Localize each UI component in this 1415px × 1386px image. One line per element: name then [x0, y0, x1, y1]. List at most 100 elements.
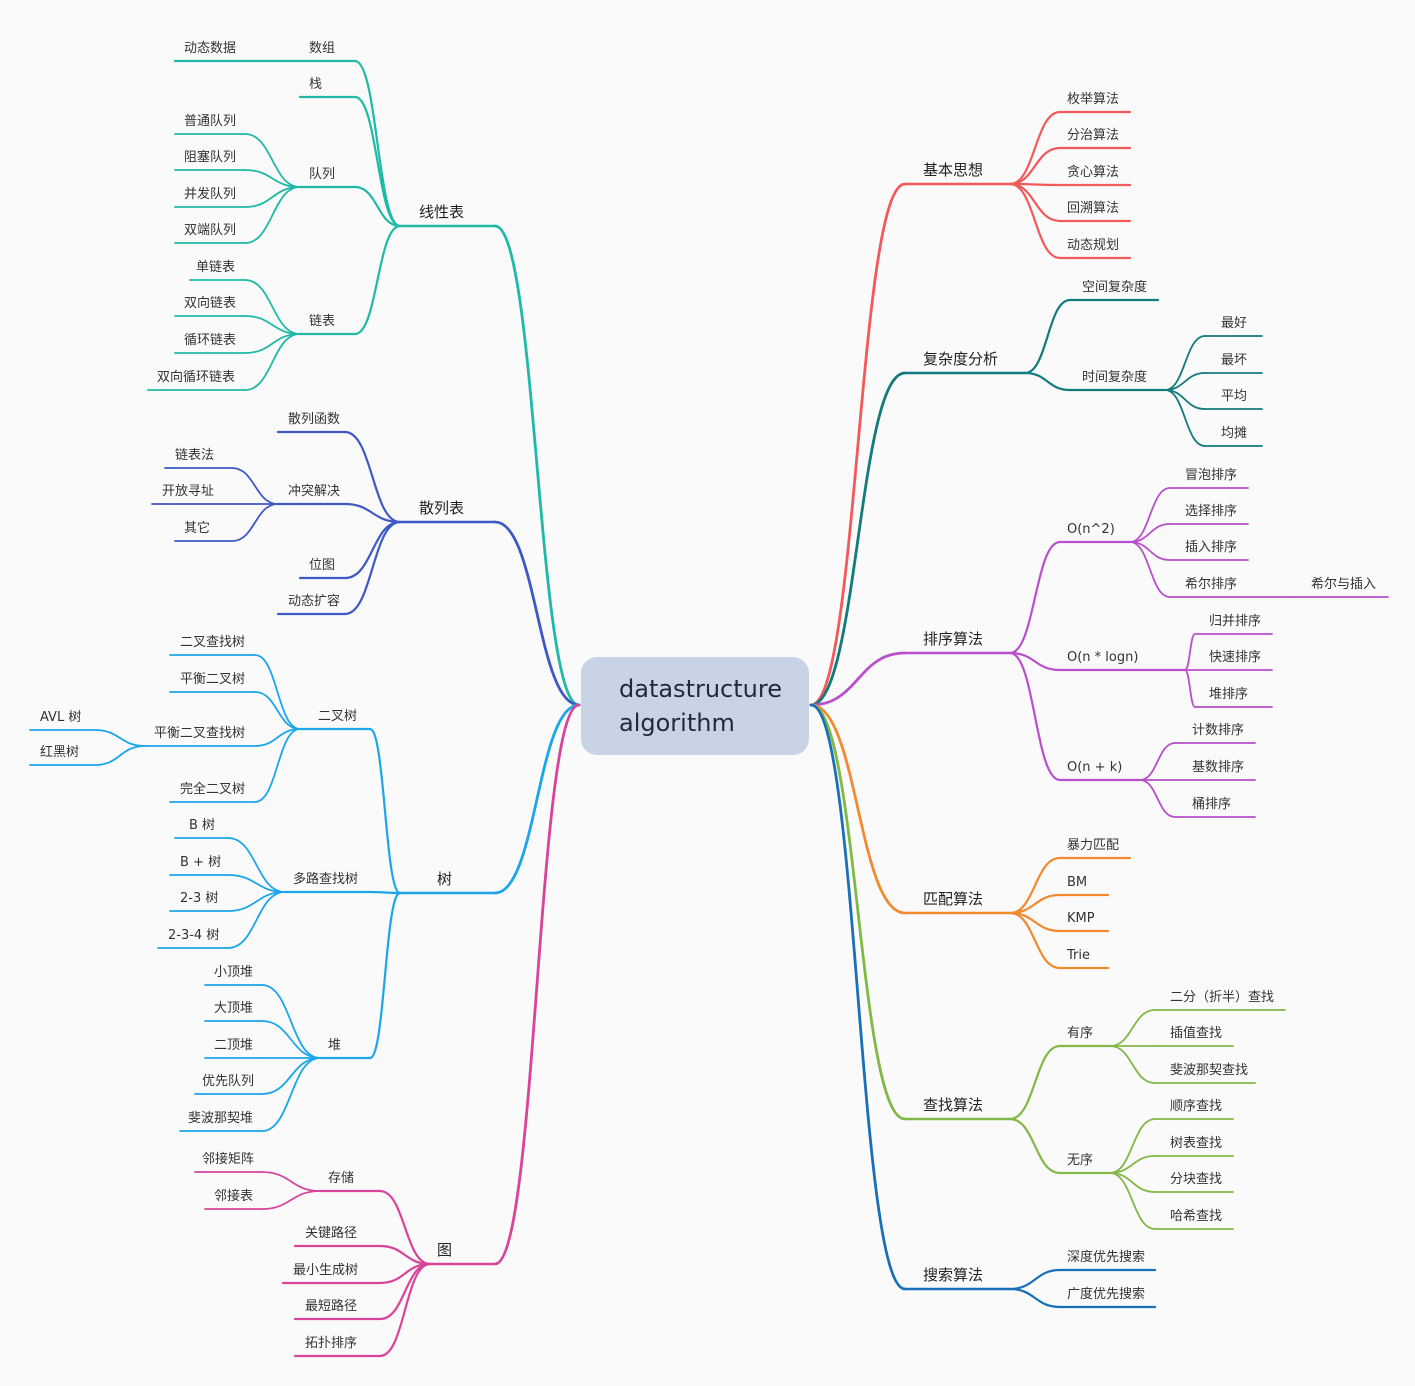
node-r4.1.3[interactable]: 哈希查找	[1170, 1209, 1222, 1224]
node-l1.0[interactable]: 散列函数	[288, 412, 340, 427]
node-r4.1.1[interactable]: 树表查找	[1170, 1136, 1222, 1151]
node-l0.1[interactable]: 栈	[309, 77, 322, 92]
node-l2.0.2[interactable]: 平衡二叉查找树	[154, 726, 245, 741]
node-l2.0.2.1[interactable]: 红黑树	[40, 744, 79, 760]
node-r2.2[interactable]: O(n + k)	[1067, 760, 1122, 775]
node-r0.2[interactable]: 贪心算法	[1067, 165, 1119, 180]
node-r2.0.3.0[interactable]: 希尔与插入	[1311, 577, 1376, 592]
branch-r4[interactable]: 查找算法	[923, 1096, 983, 1114]
node-r2.1.1[interactable]: 快速排序	[1209, 650, 1261, 665]
node-l0.2[interactable]: 队列	[309, 167, 335, 182]
node-l0.3.3[interactable]: 双向循环链表	[157, 369, 235, 385]
node-r1.1.2[interactable]: 平均	[1221, 389, 1247, 404]
node-l3.0[interactable]: 存储	[328, 1171, 354, 1186]
node-l3.1[interactable]: 关键路径	[305, 1225, 357, 1241]
node-r2.1[interactable]: O(n * logn)	[1067, 650, 1138, 665]
node-r4.0.1[interactable]: 插值查找	[1170, 1025, 1222, 1041]
branch-r0[interactable]: 基本思想	[923, 161, 983, 179]
branch-r3[interactable]: 匹配算法	[923, 890, 983, 908]
node-r2.0[interactable]: O(n^2)	[1067, 522, 1115, 537]
node-r2.2.2[interactable]: 桶排序	[1192, 797, 1231, 812]
node-r2.0.3[interactable]: 希尔排序	[1185, 577, 1237, 592]
node-r2.2.1[interactable]: 基数排序	[1192, 760, 1244, 775]
node-l1.2[interactable]: 位图	[309, 558, 335, 573]
node-l2.0[interactable]: 二叉树	[318, 709, 357, 724]
connector-l0.3.3	[244, 333, 301, 391]
node-r4.0.2[interactable]: 斐波那契查找	[1170, 1063, 1248, 1078]
node-l2.0.0[interactable]: 二叉查找树	[180, 635, 245, 650]
node-r2.1.0[interactable]: 归并排序	[1209, 614, 1261, 629]
connector-l1.0	[343, 430, 402, 524]
node-l3.4[interactable]: 拓扑排序	[305, 1336, 357, 1351]
node-r0.4[interactable]: 动态规划	[1067, 238, 1119, 253]
node-l0.2.3[interactable]: 双端队列	[184, 223, 236, 238]
node-l2.2.4[interactable]: 斐波那契堆	[188, 1111, 253, 1126]
node-l0.0.0[interactable]: 动态数据	[184, 41, 236, 56]
node-r4.1.2[interactable]: 分块查找	[1170, 1172, 1222, 1187]
node-l1.1[interactable]: 冲突解决	[288, 483, 340, 499]
node-r2.2.0[interactable]: 计数排序	[1192, 723, 1244, 738]
node-l1.3[interactable]: 动态扩容	[288, 593, 340, 609]
node-r0.3[interactable]: 回溯算法	[1067, 200, 1119, 216]
branch-l2[interactable]: 树	[437, 870, 452, 888]
node-l1.1.1[interactable]: 开放寻址	[162, 484, 214, 499]
node-l0.2.1[interactable]: 阻塞队列	[184, 149, 236, 165]
branch-r1[interactable]: 复杂度分析	[923, 350, 998, 368]
node-r1.1[interactable]: 时间复杂度	[1082, 369, 1147, 385]
node-r1.1.1[interactable]: 最坏	[1221, 353, 1247, 368]
node-l2.1.0[interactable]: B 树	[189, 818, 215, 833]
node-r3.2[interactable]: KMP	[1067, 911, 1095, 926]
node-r2.1.2[interactable]: 堆排序	[1209, 687, 1248, 702]
node-l2.2.2[interactable]: 二顶堆	[214, 1038, 253, 1053]
branch-r2[interactable]: 排序算法	[923, 630, 983, 648]
node-r1.0[interactable]: 空间复杂度	[1082, 279, 1147, 295]
node-l2.1[interactable]: 多路查找树	[293, 871, 358, 887]
node-l0.3[interactable]: 链表	[309, 314, 335, 329]
node-r4.0[interactable]: 有序	[1067, 1026, 1093, 1041]
branch-l1[interactable]: 散列表	[419, 499, 464, 517]
node-l0.3.0[interactable]: 单链表	[196, 260, 235, 275]
node-l1.1.2[interactable]: 其它	[184, 520, 210, 536]
node-l2.0.1[interactable]: 平衡二叉树	[180, 672, 245, 687]
node-l2.1.1[interactable]: B + 树	[180, 855, 221, 870]
node-r2.0.0[interactable]: 冒泡排序	[1185, 468, 1237, 483]
node-r5.1[interactable]: 广度优先搜索	[1067, 1286, 1145, 1302]
node-l0.3.2[interactable]: 循环链表	[184, 333, 236, 348]
node-r2.0.2[interactable]: 插入排序	[1185, 540, 1237, 555]
node-l1.1.0[interactable]: 链表法	[175, 448, 214, 463]
node-r4.0.0[interactable]: 二分（折半）查找	[1170, 990, 1274, 1005]
branch-l0[interactable]: 线性表	[419, 203, 464, 221]
node-l2.2.0[interactable]: 小顶堆	[214, 965, 253, 980]
node-l3.2[interactable]: 最小生成树	[293, 1263, 358, 1278]
node-r3.1[interactable]: BM	[1067, 875, 1087, 890]
branch-r5[interactable]: 搜索算法	[923, 1266, 983, 1284]
root-node[interactable]: datastructure algorithm	[581, 657, 809, 755]
node-l0.0[interactable]: 数组	[309, 41, 335, 56]
node-l2.1.2[interactable]: 2-3 树	[180, 891, 218, 906]
branch-l3[interactable]: 图	[437, 1241, 452, 1259]
node-l0.2.0[interactable]: 普通队列	[184, 114, 236, 129]
node-l0.3.1[interactable]: 双向链表	[184, 295, 236, 311]
node-l2.2.3[interactable]: 优先队列	[202, 1074, 254, 1089]
node-l2.2.1[interactable]: 大顶堆	[214, 1001, 253, 1016]
node-l3.0.0[interactable]: 邻接矩阵	[202, 1151, 254, 1167]
node-r1.1.0[interactable]: 最好	[1221, 316, 1247, 331]
node-l2.0.3[interactable]: 完全二叉树	[180, 781, 245, 797]
node-r0.0[interactable]: 枚举算法	[1067, 92, 1119, 107]
node-r3.0[interactable]: 暴力匹配	[1067, 838, 1119, 853]
node-l3.3[interactable]: 最短路径	[305, 1298, 357, 1314]
node-r2.0.1[interactable]: 选择排序	[1185, 504, 1237, 519]
node-r4.1.0[interactable]: 顺序查找	[1170, 1099, 1222, 1114]
node-l2.2[interactable]: 堆	[328, 1038, 341, 1053]
node-r0.1[interactable]: 分治算法	[1067, 128, 1119, 143]
node-l2.0.2.0[interactable]: AVL 树	[40, 710, 81, 725]
node-l0.2.2[interactable]: 并发队列	[184, 186, 236, 202]
node-r4.1[interactable]: 无序	[1067, 1153, 1093, 1168]
node-r1.1.3[interactable]: 均摊	[1221, 426, 1247, 441]
node-l2.1.3[interactable]: 2-3-4 树	[168, 928, 219, 943]
node-r3.3[interactable]: Trie	[1066, 948, 1090, 963]
connector-r2.1	[1008, 651, 1062, 672]
node-r5.0[interactable]: 深度优先搜索	[1067, 1249, 1145, 1265]
connector-r3	[809, 703, 907, 915]
node-l3.0.1[interactable]: 邻接表	[214, 1188, 253, 1204]
